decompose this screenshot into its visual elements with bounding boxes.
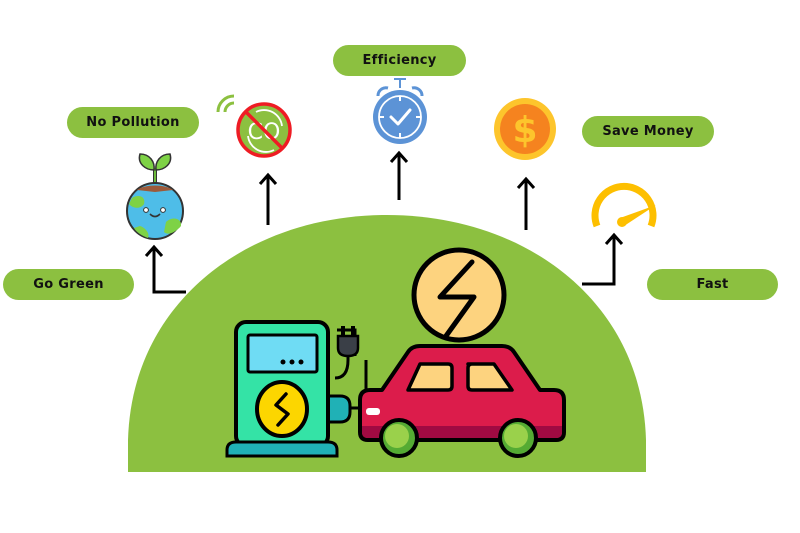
arrow-no-pollution	[258, 172, 278, 225]
label-save-money: Save Money	[582, 116, 714, 147]
arrow-go-green	[144, 244, 186, 294]
label-no-pollution: No Pollution	[67, 107, 199, 138]
speedometer-icon	[591, 182, 657, 228]
label-go-green: Go Green	[3, 269, 134, 300]
arrow-efficiency	[389, 150, 409, 200]
lightning-bolt-icon	[411, 247, 507, 343]
label-efficiency: Efficiency	[333, 45, 466, 76]
earth-sprout-icon	[126, 153, 184, 240]
alarm-clock-check-icon	[373, 78, 427, 144]
dollar-coin-icon: $	[494, 98, 556, 160]
arrow-save-money	[516, 176, 536, 230]
electric-car-icon	[358, 344, 566, 458]
charging-station-icon	[225, 320, 368, 458]
arrow-fast	[582, 232, 624, 286]
no-co2-icon: CO	[216, 94, 292, 158]
label-fast: Fast	[647, 269, 778, 300]
svg-text:$: $	[512, 110, 537, 151]
